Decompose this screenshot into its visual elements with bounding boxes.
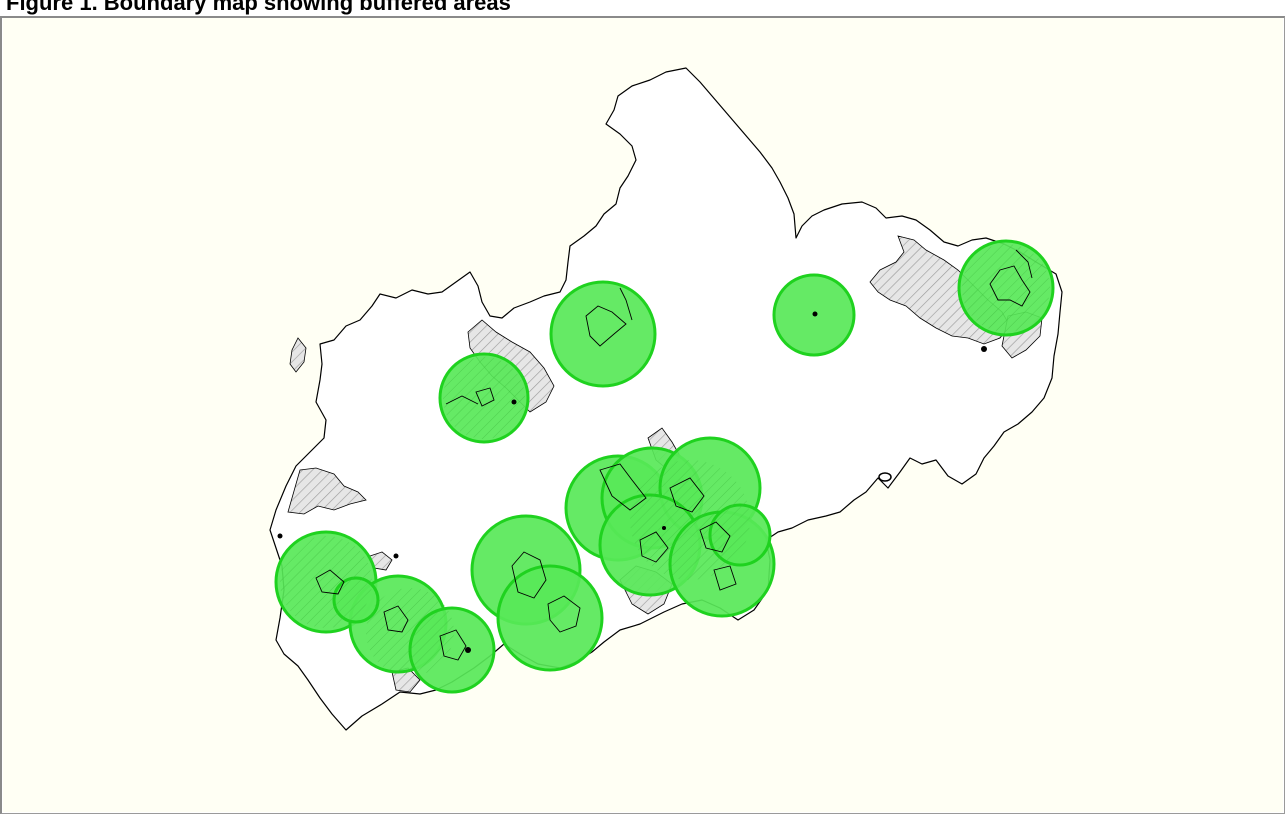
buffer-hatch bbox=[962, 244, 1050, 332]
parcel-outline bbox=[383, 605, 409, 633]
buffer-hatch bbox=[280, 536, 372, 628]
point-feature bbox=[465, 647, 471, 653]
parcel-outlines bbox=[315, 249, 1033, 661]
point-feature bbox=[511, 399, 517, 405]
buffer-zone bbox=[549, 280, 657, 388]
parcel-outline bbox=[315, 569, 345, 595]
point-feature bbox=[393, 553, 399, 559]
hatched-area bbox=[289, 337, 307, 373]
buffer-hatch bbox=[630, 460, 750, 580]
parcel-outline bbox=[599, 463, 647, 511]
parcel-outline bbox=[511, 551, 547, 599]
water-body bbox=[878, 472, 892, 482]
title-bar: Figure 1. Boundary map showing buffered … bbox=[0, 0, 1285, 16]
hatched-area bbox=[287, 467, 367, 515]
parcel-outline bbox=[439, 629, 467, 661]
point-feature bbox=[277, 533, 283, 539]
parcel-outline bbox=[669, 477, 705, 513]
point-feature bbox=[812, 311, 818, 317]
parcel-outline bbox=[585, 305, 627, 347]
point-feature bbox=[981, 346, 987, 352]
parcel-outline bbox=[475, 387, 495, 407]
parcel-outline bbox=[445, 395, 479, 405]
parcel-outline bbox=[713, 565, 737, 591]
parcel-outline bbox=[1015, 249, 1033, 279]
buffer-hatch bbox=[443, 357, 525, 439]
parcel-outline bbox=[619, 287, 633, 321]
map-title: Figure 1. Boundary map showing buffered … bbox=[6, 0, 511, 15]
point-feature bbox=[662, 526, 666, 530]
parcel-outline bbox=[989, 265, 1031, 307]
buffer-hatch bbox=[366, 588, 454, 676]
parcel-outline bbox=[699, 521, 731, 553]
parcel-outline bbox=[547, 595, 581, 633]
point-features bbox=[277, 311, 987, 653]
parcel-outline bbox=[639, 531, 669, 563]
